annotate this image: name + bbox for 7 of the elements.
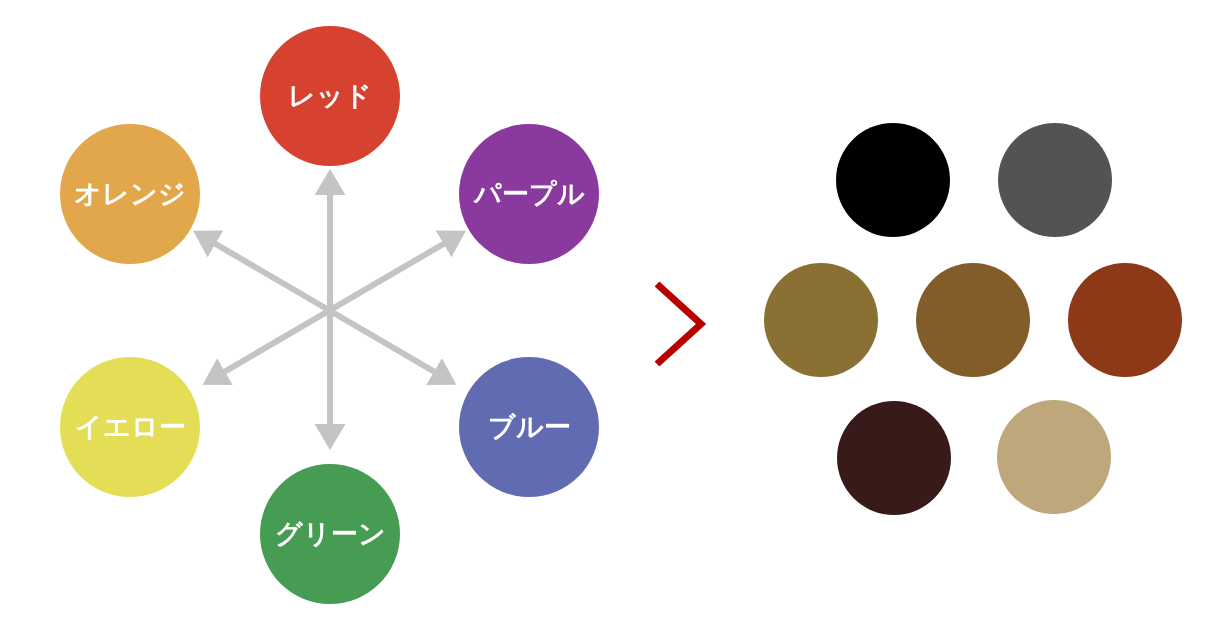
hue-label: レッド <box>288 81 372 111</box>
double-arrow <box>314 169 346 450</box>
hue-label: グリーン <box>274 519 386 549</box>
hue-label: イエロー <box>74 412 186 442</box>
hue-label: オレンジ <box>74 179 186 209</box>
hue-label: パープル <box>473 179 585 209</box>
hue-label: ブルー <box>487 412 571 442</box>
